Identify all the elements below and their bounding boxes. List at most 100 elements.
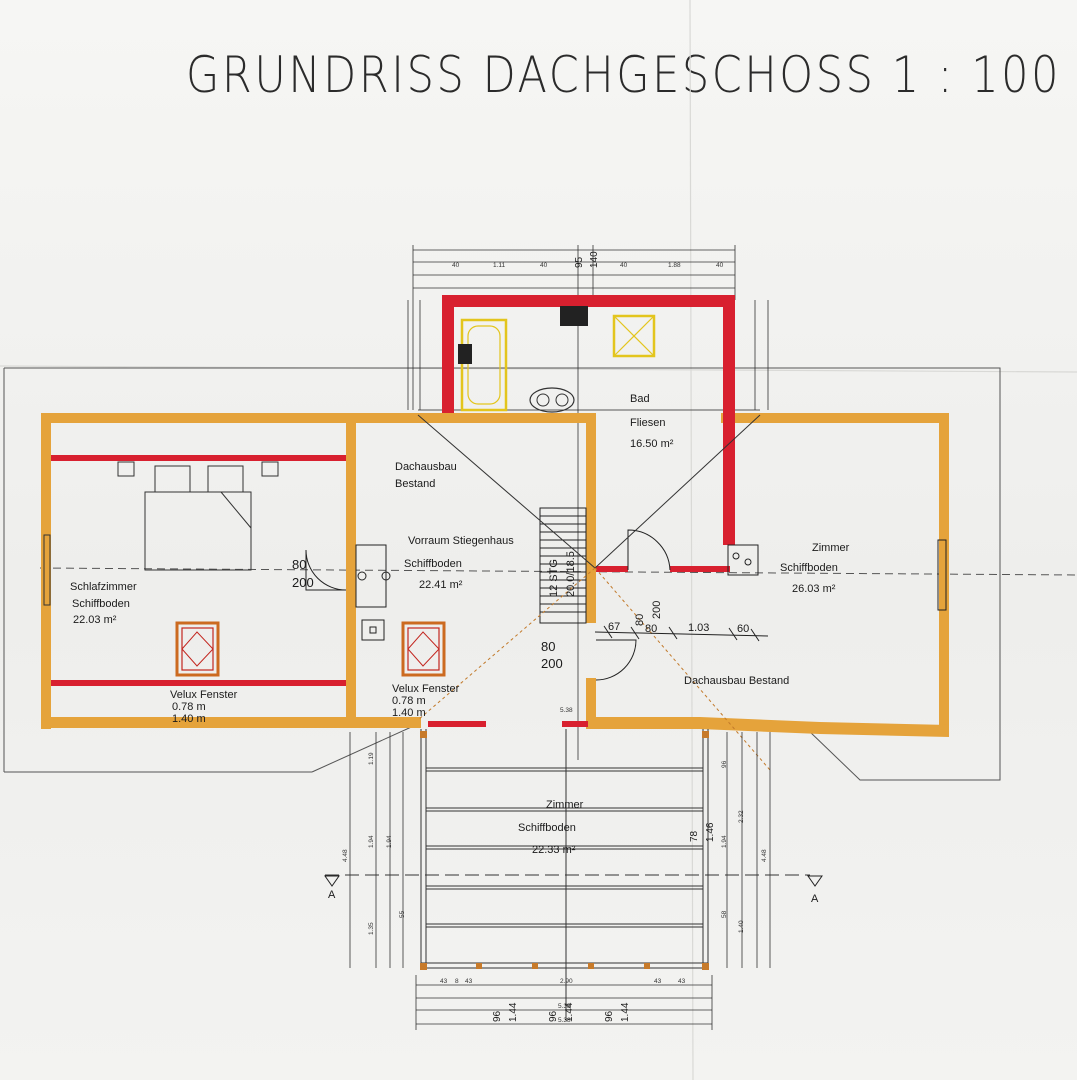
- existing-walls: [41, 413, 949, 737]
- plan-title: GRUNDRISS DACHGESCHOSS 1 : 100: [186, 46, 1062, 104]
- top-dimension-ticks: 40 1.11 40 40 1.88 40: [452, 262, 724, 269]
- dim-right-96: 96: [721, 760, 728, 768]
- zimmer-bottom-floor: Schiffboden: [518, 822, 576, 834]
- window-labels: Velux Fenster 0.78 m 1.40 m Velux Fenste…: [170, 683, 460, 725]
- door-stair-width: 80: [541, 639, 555, 654]
- dim-bottom-8: 8: [455, 978, 459, 985]
- svg-text:40: 40: [452, 262, 460, 269]
- svg-text:40: 40: [620, 262, 628, 269]
- roof-outline: [3, 367, 1077, 781]
- dim-103: 1.03: [688, 622, 709, 634]
- zimmer-right-floor: Schiffboden: [780, 562, 838, 574]
- svg-text:1.88: 1.88: [668, 262, 681, 269]
- door-left-width: 80: [292, 557, 306, 572]
- bad-name: Bad: [630, 393, 650, 405]
- section-markers: [324, 875, 823, 887]
- velux-middle-height: 1.40 m: [392, 707, 426, 719]
- door-right-height: 200: [651, 601, 663, 619]
- toilet: [560, 306, 588, 326]
- door-and-stair-labels: 12 STG 20.0/18.5 80 200 80 200 80 200 80: [292, 551, 663, 671]
- double-sink: [529, 387, 575, 413]
- velux-left-width: 0.78 m: [172, 701, 206, 713]
- top-dimension-chains: [407, 245, 769, 760]
- zimmer-right-area: 26.03 m²: [792, 583, 836, 595]
- doors: [305, 529, 947, 681]
- dim-bottom-43a: 43: [440, 978, 448, 985]
- velux-middle-name: Velux Fenster: [392, 683, 460, 695]
- dim-bottom-144b: 1.44: [564, 1002, 575, 1022]
- dim-right-194: 1.94: [721, 835, 728, 848]
- dim-bottom-144a: 1.44: [508, 1002, 519, 1022]
- zimmer-right-name: Zimmer: [812, 542, 850, 554]
- velux-left-name: Velux Fenster: [170, 689, 238, 701]
- dim-right-146: 1.46: [705, 822, 716, 842]
- dim-left-448: 4.48: [342, 849, 349, 862]
- zimmer-bottom-name: Zimmer: [546, 799, 584, 811]
- dachausbau-right: Dachausbau Bestand: [684, 675, 789, 687]
- dim-right-78: 78: [689, 830, 700, 842]
- zimmer-bottom-area: 22.33 m²: [532, 844, 576, 856]
- side-dimension-lines: [349, 732, 771, 1030]
- stair-detail: 20.0/18.5: [565, 551, 577, 597]
- dim-bottom-96a: 96: [492, 1010, 503, 1022]
- dim-side-58: 58: [721, 910, 728, 918]
- dim-span-538b: 5.38: [558, 1003, 571, 1010]
- dim-span-290: 2.90: [560, 978, 573, 985]
- dachausbau-top-line2: Bestand: [395, 478, 435, 490]
- side-dimension-labels: 4.48 1.19 1.94 1.94 1.35 55 4.48 2.32 1.…: [342, 752, 768, 935]
- schlafzimmer-area: 22.03 m²: [73, 614, 117, 626]
- dim-right-448: 4.48: [761, 849, 768, 862]
- section-label-right: A: [811, 893, 819, 905]
- svg-text:40: 40: [716, 262, 724, 269]
- room-labels: Bad Fliesen 16.50 m² Dachausbau Bestand …: [70, 393, 850, 856]
- dachausbau-top-line1: Dachausbau: [395, 461, 457, 473]
- dim-side-55: 55: [399, 910, 406, 918]
- dim-left-135: 1.35: [368, 922, 375, 935]
- bottom-room-structure: [325, 729, 810, 1018]
- bathroom-fixtures: [458, 306, 656, 413]
- dim-60: 60: [737, 623, 749, 635]
- dim-right-232: 2.32: [738, 810, 745, 823]
- stair-label: 12 STG: [548, 559, 560, 597]
- dim-bottom-43b: 43: [465, 978, 473, 985]
- dim-left-194a: 1.94: [368, 835, 375, 848]
- vorraum-name: Vorraum Stiegenhaus: [408, 535, 514, 547]
- dim-bottom-96c: 96: [604, 1010, 615, 1022]
- roof-hip-lines: [417, 414, 771, 771]
- velux-window-middle: [401, 621, 446, 677]
- dim-67: 67: [608, 621, 620, 633]
- dim-top-140: 140: [589, 251, 600, 268]
- bottom-room-posts: [420, 731, 709, 970]
- velux-window-left: [175, 621, 220, 677]
- dim-span-538c: 5.38: [558, 1017, 571, 1024]
- schlafzimmer-floor: Schiffboden: [72, 598, 130, 610]
- door-stair-height: 200: [541, 656, 563, 671]
- dim-bottom-96b: 96: [548, 1010, 559, 1022]
- door-right-w1: 80: [634, 614, 646, 626]
- door-left-height: 200: [292, 575, 314, 590]
- dim-bottom-144c: 1.44: [620, 1002, 631, 1022]
- shower-tray: [612, 314, 656, 358]
- bad-area: 16.50 m²: [630, 438, 674, 450]
- bottom-dimension-labels: 5.38 2.90 5.38 5.38 43 43 43 43 8 96 96 …: [440, 707, 686, 1024]
- dim-span-538: 5.38: [560, 707, 573, 714]
- dim-left-194b: 1.94: [386, 835, 393, 848]
- svg-text:40: 40: [540, 262, 548, 269]
- dim-bottom-43c: 43: [654, 978, 662, 985]
- new-walls: [51, 295, 735, 727]
- dim-right-140: 1.40: [738, 920, 745, 933]
- velux-middle-width: 0.78 m: [392, 695, 426, 707]
- stair-dimension-chain: [594, 625, 769, 642]
- bathtub: [460, 318, 508, 412]
- bed: [43, 461, 279, 606]
- dim-top-95: 95: [574, 256, 585, 268]
- svg-text:1.11: 1.11: [493, 262, 506, 269]
- dim-bottom-43d: 43: [678, 978, 686, 985]
- bad-floor: Fliesen: [630, 417, 665, 429]
- door-right-w2: 80: [645, 623, 657, 635]
- schlafzimmer-name: Schlafzimmer: [70, 581, 137, 593]
- dim-left-119: 1.19: [368, 752, 375, 765]
